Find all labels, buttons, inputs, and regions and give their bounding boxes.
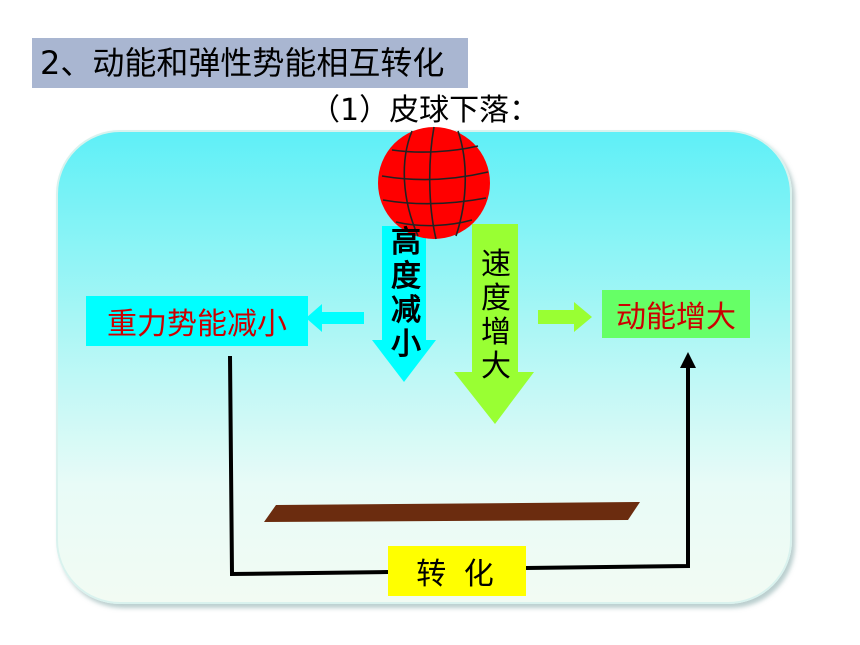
conversion-box: 转 化	[388, 546, 526, 596]
left-arrow	[306, 304, 364, 332]
up-arrowhead	[680, 352, 696, 368]
speed-down-arrow	[454, 224, 534, 424]
speed-label-char: 度	[481, 281, 511, 316]
potential-energy-box: 重力势能减小	[86, 296, 308, 346]
speed-label-char: 速	[481, 247, 511, 282]
subtitle: （1）皮球下落：	[310, 93, 540, 128]
title-bar	[32, 38, 468, 88]
kinetic-energy-box: 动能增大	[602, 290, 750, 338]
basketball-icon	[378, 126, 490, 240]
height-label-char: 小	[391, 327, 421, 362]
speed-label-char: 大	[481, 349, 511, 384]
speed-label-char: 增	[481, 315, 511, 350]
height-label-char: 高	[391, 225, 421, 260]
conversion-line-left	[228, 355, 389, 577]
speed-increase-label: 速 度 增 大	[474, 248, 518, 384]
slide-title: 2、动能和弹性势能相互转化	[40, 44, 445, 82]
height-label-char: 度	[391, 259, 421, 294]
ground-plank	[264, 502, 640, 522]
right-arrow	[538, 302, 592, 332]
conversion-line-right	[525, 366, 690, 570]
height-label-char: 减	[391, 293, 421, 328]
height-decrease-label: 高 度 减 小	[384, 226, 428, 362]
height-down-arrow	[372, 226, 436, 382]
